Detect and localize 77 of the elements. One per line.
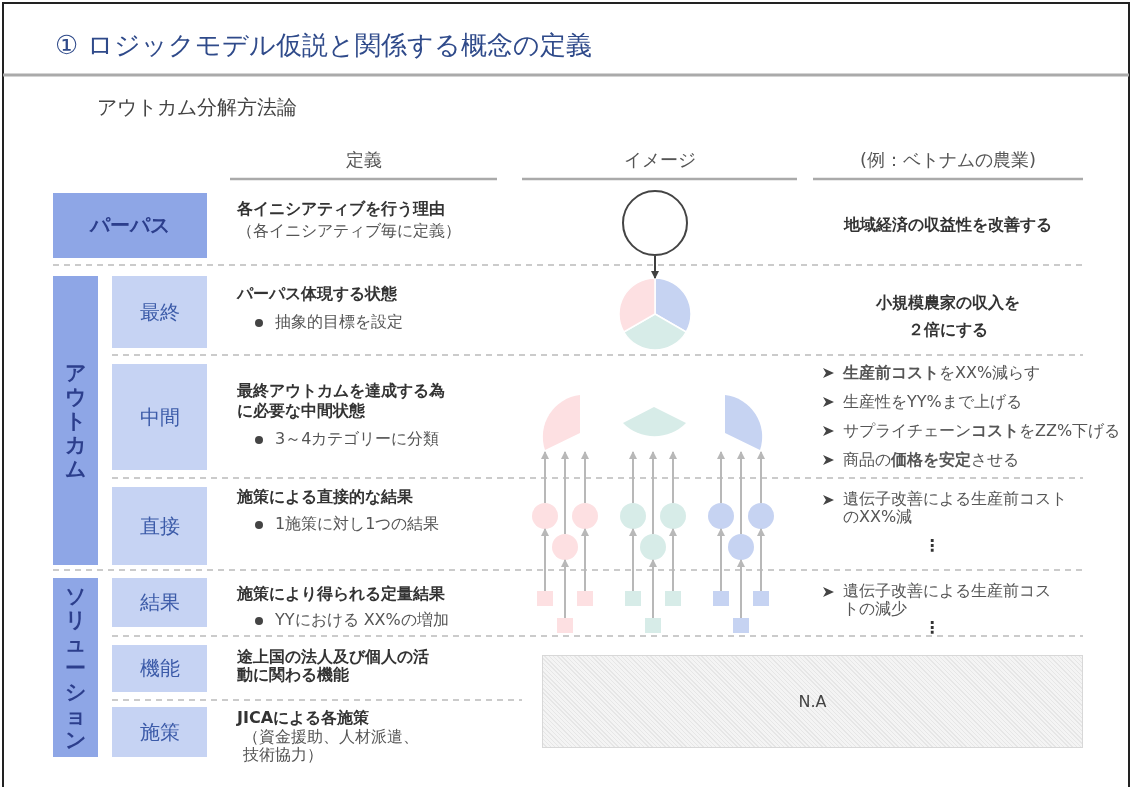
- circle-shape: [640, 534, 666, 560]
- circle-shape: [620, 503, 646, 529]
- arrow: [581, 451, 589, 504]
- definition-heading: JICAによる各施策: [237, 708, 370, 728]
- square-shape: [733, 618, 749, 633]
- square-shape: [577, 591, 593, 606]
- definition-note: （各イニシアティブ毎に定義）: [237, 221, 461, 241]
- circle-shape: [552, 534, 578, 560]
- list-item: 生産前コストをXX%減らす: [843, 363, 1041, 383]
- column-header: イメージ: [622, 148, 697, 172]
- arrow: [757, 451, 765, 504]
- arrow: [651, 255, 659, 279]
- square-shape: [537, 591, 553, 606]
- level-box: 中間: [112, 364, 207, 470]
- category-box: アウトカム: [53, 276, 98, 565]
- definition-note: （資金援助、人材派遣、技術協力）: [243, 728, 420, 764]
- hatched-box: N.A: [542, 655, 1083, 748]
- circle-shape: [572, 503, 598, 529]
- arrow: [717, 528, 725, 592]
- arrow: [581, 528, 589, 592]
- arrow: [541, 451, 549, 504]
- square-shape: [557, 618, 573, 633]
- arrow: [561, 451, 569, 535]
- level-box: 結果: [112, 578, 207, 627]
- arrow: [669, 451, 677, 504]
- ellipsis-mark: ⋮: [924, 618, 940, 638]
- ellipsis-mark: ⋮: [924, 536, 940, 556]
- arrow: [669, 528, 677, 592]
- circle-shape: [728, 534, 754, 560]
- definition-heading: 途上国の法人及び個人の活動に関わる機能: [237, 648, 430, 684]
- arrow: [561, 559, 569, 619]
- column-header: (例：ベトナムの農業): [858, 148, 1037, 172]
- square-shape: [713, 591, 729, 606]
- definition-heading: パーパス体現する状態: [237, 284, 397, 304]
- definition-heading: 施策による直接的な結果: [237, 487, 413, 507]
- arrow: [737, 559, 745, 619]
- level-box: 直接: [112, 487, 207, 565]
- arrow: [649, 451, 657, 535]
- list-item: サプライチェーンコストをZZ%下げる: [843, 421, 1121, 441]
- column-header: 定義: [344, 148, 383, 172]
- definition-heading: 施策により得られる定量結果: [237, 584, 445, 604]
- bullet-text: 3～4カテゴリーに分類: [275, 429, 440, 449]
- circle-shape: [748, 503, 774, 529]
- example-text: 地域経済の収益性を改善する: [842, 215, 1053, 235]
- square-shape: [753, 591, 769, 606]
- arrow: [757, 528, 765, 592]
- arrow: [629, 451, 637, 504]
- circle-shape: [532, 503, 558, 529]
- circle-shape: [660, 503, 686, 529]
- square-shape: [665, 591, 681, 606]
- level-box: 最終: [112, 276, 207, 348]
- level-box: 施策: [112, 707, 207, 757]
- arrow: [649, 559, 657, 619]
- bullet-text: 1施策に対し1つの結果: [275, 514, 440, 534]
- level-box: 機能: [112, 645, 207, 692]
- category-box: パーパス: [53, 193, 207, 258]
- arrow: [717, 451, 725, 504]
- list-item: 商品の価格を安定させる: [843, 450, 1019, 470]
- title-text: ① ロジックモデル仮説と関係する概念の定義: [55, 29, 592, 62]
- circle-shape: [622, 190, 688, 256]
- list-item: 遺伝子改善による生産前コストのXX%減: [843, 490, 1068, 526]
- arrow: [737, 451, 745, 535]
- bullet-text: YYにおける XX%の増加: [275, 610, 449, 630]
- square-shape: [645, 618, 661, 633]
- list-item: 遺伝子改善による生産前コストの減少: [843, 582, 1052, 618]
- arrow: [541, 528, 549, 592]
- example-text: 小規模農家の収入を２倍にする: [874, 292, 1021, 341]
- square-shape: [625, 591, 641, 606]
- subtitle: アウトカム分解方法論: [97, 97, 297, 117]
- category-box: ソリューション: [53, 578, 98, 757]
- bullet-text: 抽象的目標を設定: [275, 312, 403, 332]
- arrow: [629, 528, 637, 592]
- pie-shape: [619, 278, 691, 350]
- definition-heading: 各イニシアティブを行う理由: [237, 199, 445, 219]
- circle-shape: [708, 503, 734, 529]
- definition-heading: 最終アウトカムを達成する為に必要な中間状態: [237, 381, 446, 421]
- list-item: 生産性をYY%まで上げる: [843, 392, 1022, 412]
